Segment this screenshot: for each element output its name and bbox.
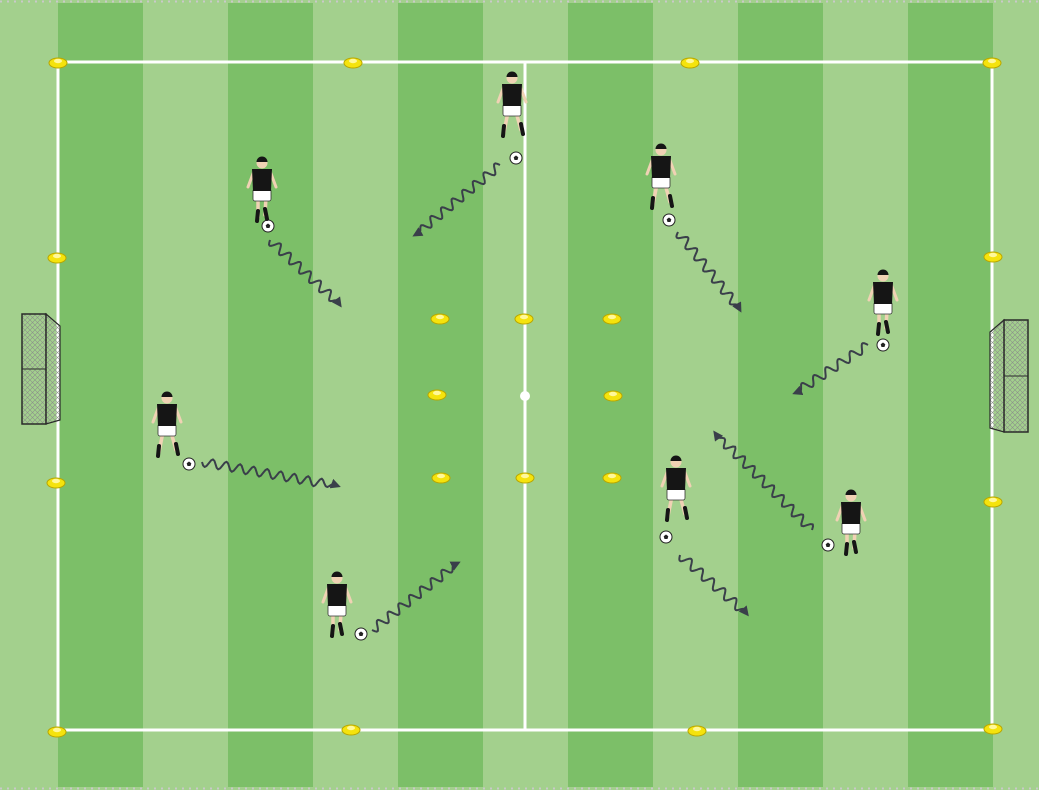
marker-cone-icon — [431, 314, 449, 324]
marker-cone-icon — [49, 58, 67, 68]
marker-cone-icon — [515, 314, 533, 324]
marker-cone-icon — [603, 314, 621, 324]
marker-cone-icon — [984, 252, 1002, 262]
marker-cone-icon — [603, 473, 621, 483]
soccer-ball-icon — [663, 214, 675, 226]
marker-cone-icon — [984, 497, 1002, 507]
marker-cone-icon — [432, 473, 450, 483]
soccer-ball-icon — [877, 339, 889, 351]
soccer-ball-icon — [510, 152, 522, 164]
marker-cone-icon — [984, 724, 1002, 734]
marker-cone-icon — [983, 58, 1001, 68]
soccer-ball-icon — [660, 531, 672, 543]
marker-cone-icon — [688, 726, 706, 736]
marker-cone-icon — [342, 725, 360, 735]
marker-cone-icon — [344, 58, 362, 68]
marker-cone-icon — [428, 390, 446, 400]
marker-cone-icon — [516, 473, 534, 483]
marker-cone-icon — [681, 58, 699, 68]
goal-net-icon — [22, 314, 60, 424]
marker-cone-icon — [604, 391, 622, 401]
soccer-ball-icon — [183, 458, 195, 470]
marker-cone-icon — [47, 478, 65, 488]
grass-stripe — [228, 3, 313, 787]
center-spot — [520, 391, 530, 401]
marker-cone-icon — [48, 253, 66, 263]
grass-stripe — [738, 3, 823, 787]
goal-net-icon — [990, 320, 1028, 432]
soccer-ball-icon — [822, 539, 834, 551]
soccer-ball-icon — [355, 628, 367, 640]
grass-stripe — [908, 3, 993, 787]
soccer-ball-icon — [262, 220, 274, 232]
marker-cone-icon — [48, 727, 66, 737]
grass-stripe — [58, 3, 143, 787]
